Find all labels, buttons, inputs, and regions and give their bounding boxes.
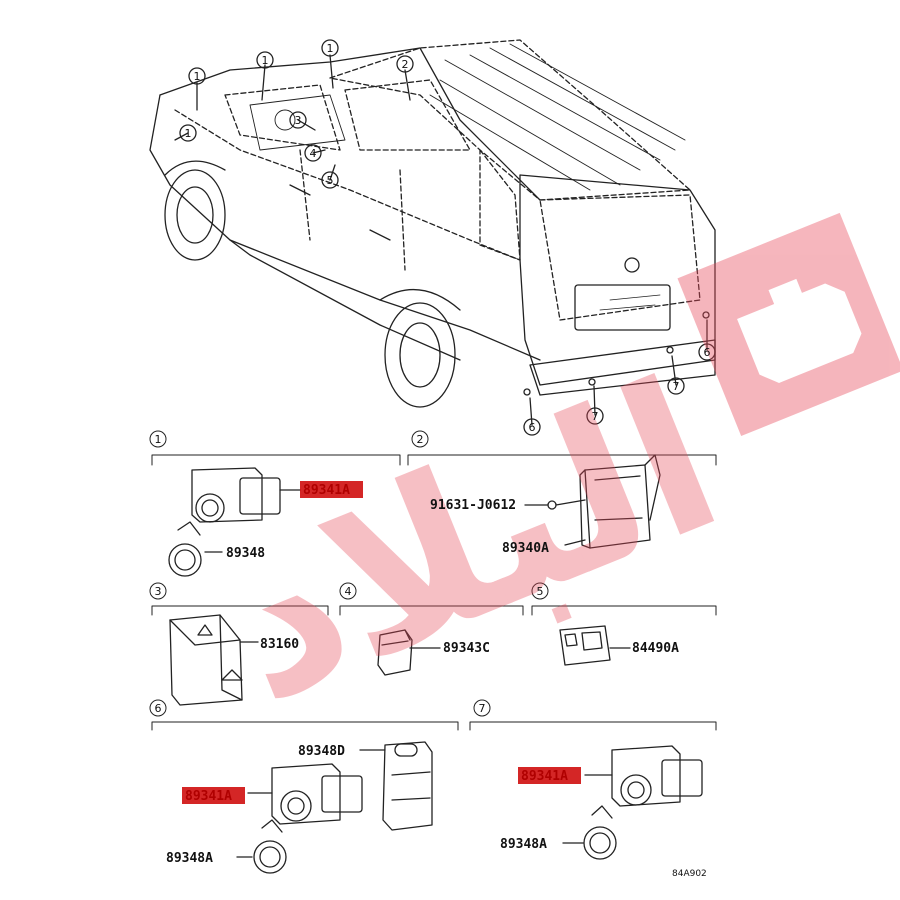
sensor-assembly-6 [236,741,433,874]
section-callout-4: 4 [345,585,352,598]
watermark: البلاد [190,333,749,749]
callout-1: 1 [194,70,201,83]
callout-6: 6 [704,346,711,359]
part-label-89341A: 89341A [303,483,350,498]
section-callout-1: 1 [155,433,162,446]
part-label-89341A: 89341A [521,769,568,784]
callout-1: 1 [262,54,269,67]
callout-1: 1 [185,127,192,140]
sensor-assembly-7 [562,745,703,860]
part-label-89340A: 89340A [502,541,549,556]
part-label-91631-J0612: 91631-J0612 [430,498,516,513]
section-callout-2: 2 [417,433,424,446]
connector-89343C [377,629,441,676]
callout-numbers: 1 1 1 1 2 3 4 5 6 6 7 7 1 2 3 4 5 6 7 [155,42,711,715]
watermark-text: البلاد [190,333,749,749]
part-label-83160: 83160 [260,637,299,652]
callout-7: 7 [673,380,680,393]
callout-6: 6 [529,421,536,434]
section-callout-5: 5 [537,585,544,598]
watermark-engine-logo [677,212,900,437]
part-label-89341A: 89341A [185,789,232,804]
section-callout-6: 6 [155,702,162,715]
section-callout-7: 7 [479,702,486,715]
vehicle-illustration [149,39,716,436]
callout-3: 3 [295,114,302,127]
part-label-89343C: 89343C [443,641,490,656]
section-callout-3: 3 [155,585,162,598]
section-brackets [149,430,717,731]
highlight-boxes [182,481,581,804]
switch-84490A [559,625,631,666]
callout-1: 1 [327,42,334,55]
diagram-code: 84A902 [672,869,707,879]
part-labels: 89341A 89348 91631-J0612 89340A 83160 89… [166,483,707,879]
part-label-89348A: 89348A [500,837,547,852]
ecu-module [524,454,661,549]
callout-4: 4 [310,147,317,160]
part-label-89348D: 89348D [298,744,345,759]
callout-5: 5 [327,174,334,187]
callout-7: 7 [592,410,599,423]
callout-2: 2 [402,58,409,71]
sensor-assembly-1 [168,467,301,577]
switch-unit-83160 [169,614,259,706]
part-label-89348A: 89348A [166,851,213,866]
part-label-89348: 89348 [226,546,265,561]
part-label-84490A: 84490A [632,641,679,656]
